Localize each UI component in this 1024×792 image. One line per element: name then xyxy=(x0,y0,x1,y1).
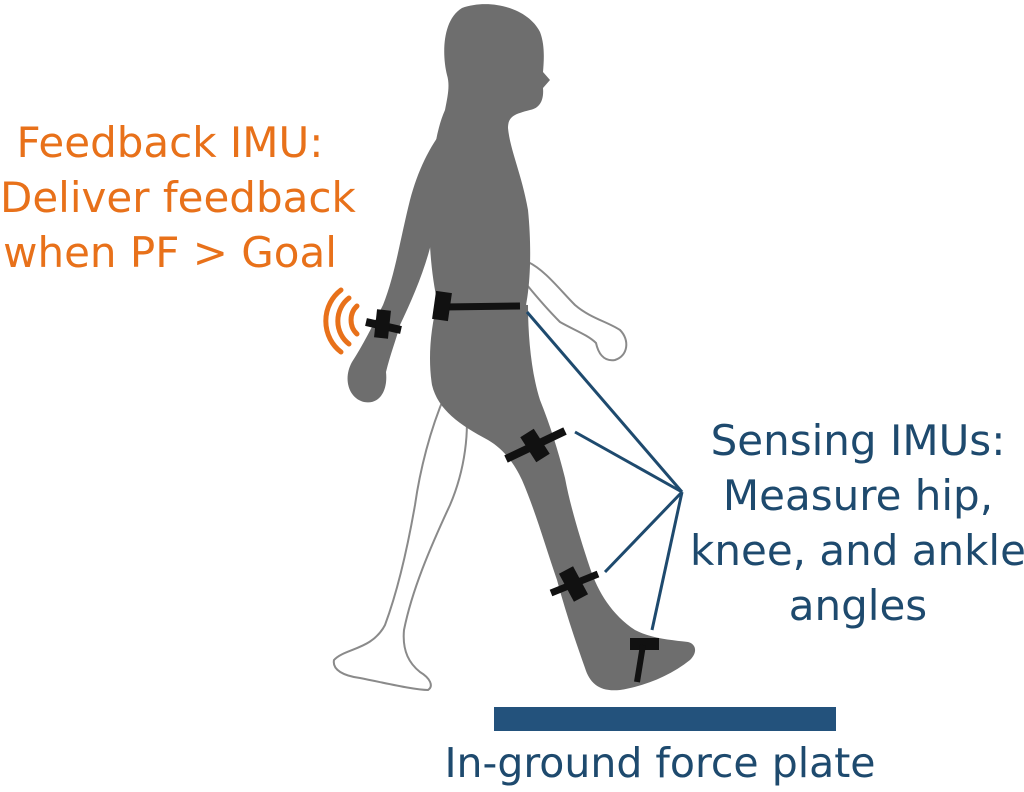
back-arm xyxy=(526,261,628,362)
wrist-imu xyxy=(365,309,402,339)
back-leg xyxy=(332,394,468,692)
ankle-imu xyxy=(630,638,659,683)
knee-imu xyxy=(504,427,567,463)
torso-and-head xyxy=(429,4,550,305)
feedback-label-line-1: Feedback IMU: xyxy=(16,118,324,167)
force-plate xyxy=(494,707,836,731)
feedback-imu-label: Feedback IMU: Deliver feedback when PF >… xyxy=(0,115,356,280)
front-arm xyxy=(347,125,452,403)
feedback-label-line-2: Deliver feedback xyxy=(0,173,356,222)
vibration-waves-icon xyxy=(323,287,360,355)
sensing-label-line-1: Sensing IMUs: xyxy=(710,416,1006,465)
sensing-label-line-2: Measure hip, xyxy=(722,471,994,520)
sensing-label-line-4: angles xyxy=(788,581,928,630)
front-leg xyxy=(430,300,696,691)
shank-imu xyxy=(549,566,600,602)
sensing-leader-lines xyxy=(525,311,684,631)
force-plate-label: In-ground force plate xyxy=(444,739,876,787)
sensing-label-line-3: knee, and ankle xyxy=(690,526,1024,575)
hip-imu xyxy=(432,290,521,322)
feedback-label-line-3: when PF > Goal xyxy=(3,228,337,277)
sensing-imus-label: Sensing IMUs: Measure hip, knee, and ank… xyxy=(690,413,1024,633)
